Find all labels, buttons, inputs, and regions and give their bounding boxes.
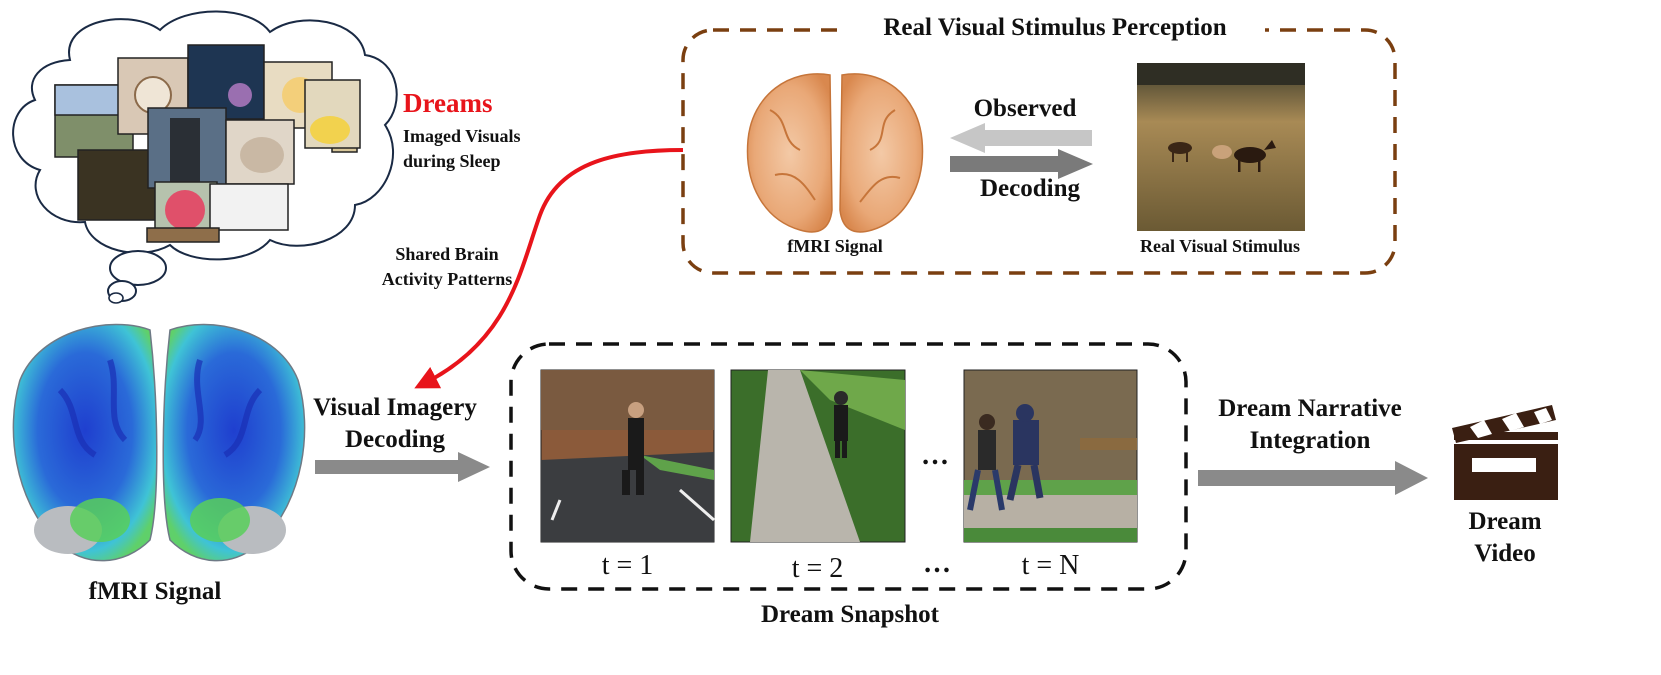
ellipsis-bottom: … — [923, 548, 951, 579]
dreams-subtitle-line2: during Sleep — [403, 151, 501, 171]
dream-image-collage — [54, 44, 361, 243]
imagery-decoding-arrow — [315, 452, 490, 482]
imagery-decoding-line2: Decoding — [345, 426, 445, 453]
real-box-title: Real Visual Stimulus Perception — [883, 14, 1227, 41]
frame-label-2: t = 2 — [791, 553, 844, 584]
shared-patterns-line1: Shared Brain — [395, 244, 499, 264]
real-stimulus-label: Real Visual Stimulus — [1139, 236, 1301, 256]
snapshot-frame-n — [963, 369, 1138, 543]
snapshot-frame-2 — [730, 369, 906, 543]
dreams-title: Dreams — [403, 88, 493, 118]
narrative-line1: Dream Narrative — [1218, 395, 1402, 422]
imagery-decoding-line1: Visual Imagery — [313, 394, 477, 421]
narrative-line2: Integration — [1249, 427, 1371, 454]
frame-label-n: t = N — [1021, 550, 1080, 581]
snapshot-frame-1 — [540, 369, 715, 543]
left-fmri-label: fMRI Signal — [88, 578, 222, 605]
clapperboard-icon — [1452, 405, 1558, 500]
shared-patterns-line2: Activity Patterns — [381, 269, 513, 289]
snapshot-caption: Dream Snapshot — [760, 601, 940, 628]
orange-brain-image — [746, 73, 924, 233]
dream-snapshot-box — [509, 342, 1188, 591]
real-stimulus-photo — [1137, 63, 1305, 231]
observed-arrow — [950, 123, 1092, 153]
shared-pattern-arrow — [414, 148, 684, 389]
decoding-label: Decoding — [980, 175, 1080, 202]
real-fmri-label: fMRI Signal — [787, 236, 883, 256]
dream-video-line2: Video — [1474, 540, 1536, 567]
blue-brain-image — [12, 323, 306, 562]
decoding-arrow — [950, 149, 1093, 179]
dreams-subtitle-line1: Imaged Visuals — [403, 126, 521, 146]
ellipsis-top: … — [921, 440, 949, 471]
narrative-integration-arrow — [1198, 461, 1428, 495]
frame-label-1: t = 1 — [601, 550, 654, 581]
dream-video-line1: Dream — [1468, 508, 1542, 535]
observed-label: Observed — [973, 95, 1077, 122]
